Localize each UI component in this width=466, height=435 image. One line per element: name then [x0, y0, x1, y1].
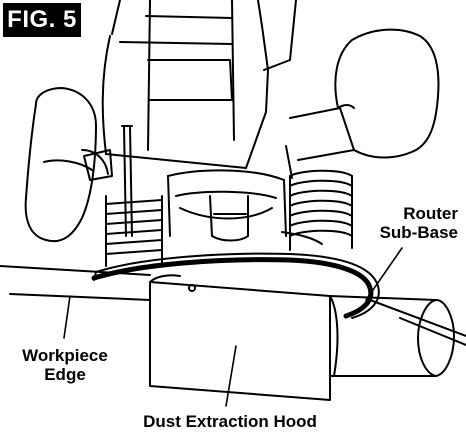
workpiece-edge-callout: Workpiece Edge	[2, 346, 128, 384]
sub-base-ring	[91, 252, 380, 319]
router-subbase-label-line1: Router	[403, 204, 458, 223]
workpiece-board	[0, 265, 466, 346]
workpiece-edge-label-line2: Edge	[44, 365, 86, 384]
router-subbase-label-line2: Sub-Base	[379, 223, 458, 242]
right-handle	[289, 28, 440, 161]
collet-area	[167, 169, 323, 245]
leader-lines	[63, 247, 403, 407]
left-handle	[24, 87, 109, 243]
router-body	[101, 0, 297, 169]
dust-extraction-hood	[149, 274, 455, 401]
right-spring-post	[289, 169, 353, 251]
router-subbase-callout: Router Sub-Base	[380, 204, 458, 242]
figure-number-badge: FIG. 5	[3, 3, 81, 37]
depth-rod	[83, 125, 293, 237]
left-spring-post	[105, 195, 163, 267]
dust-extraction-hood-callout: Dust Extraction Hood	[143, 412, 317, 431]
workpiece-edge-label-line1: Workpiece	[22, 346, 108, 365]
